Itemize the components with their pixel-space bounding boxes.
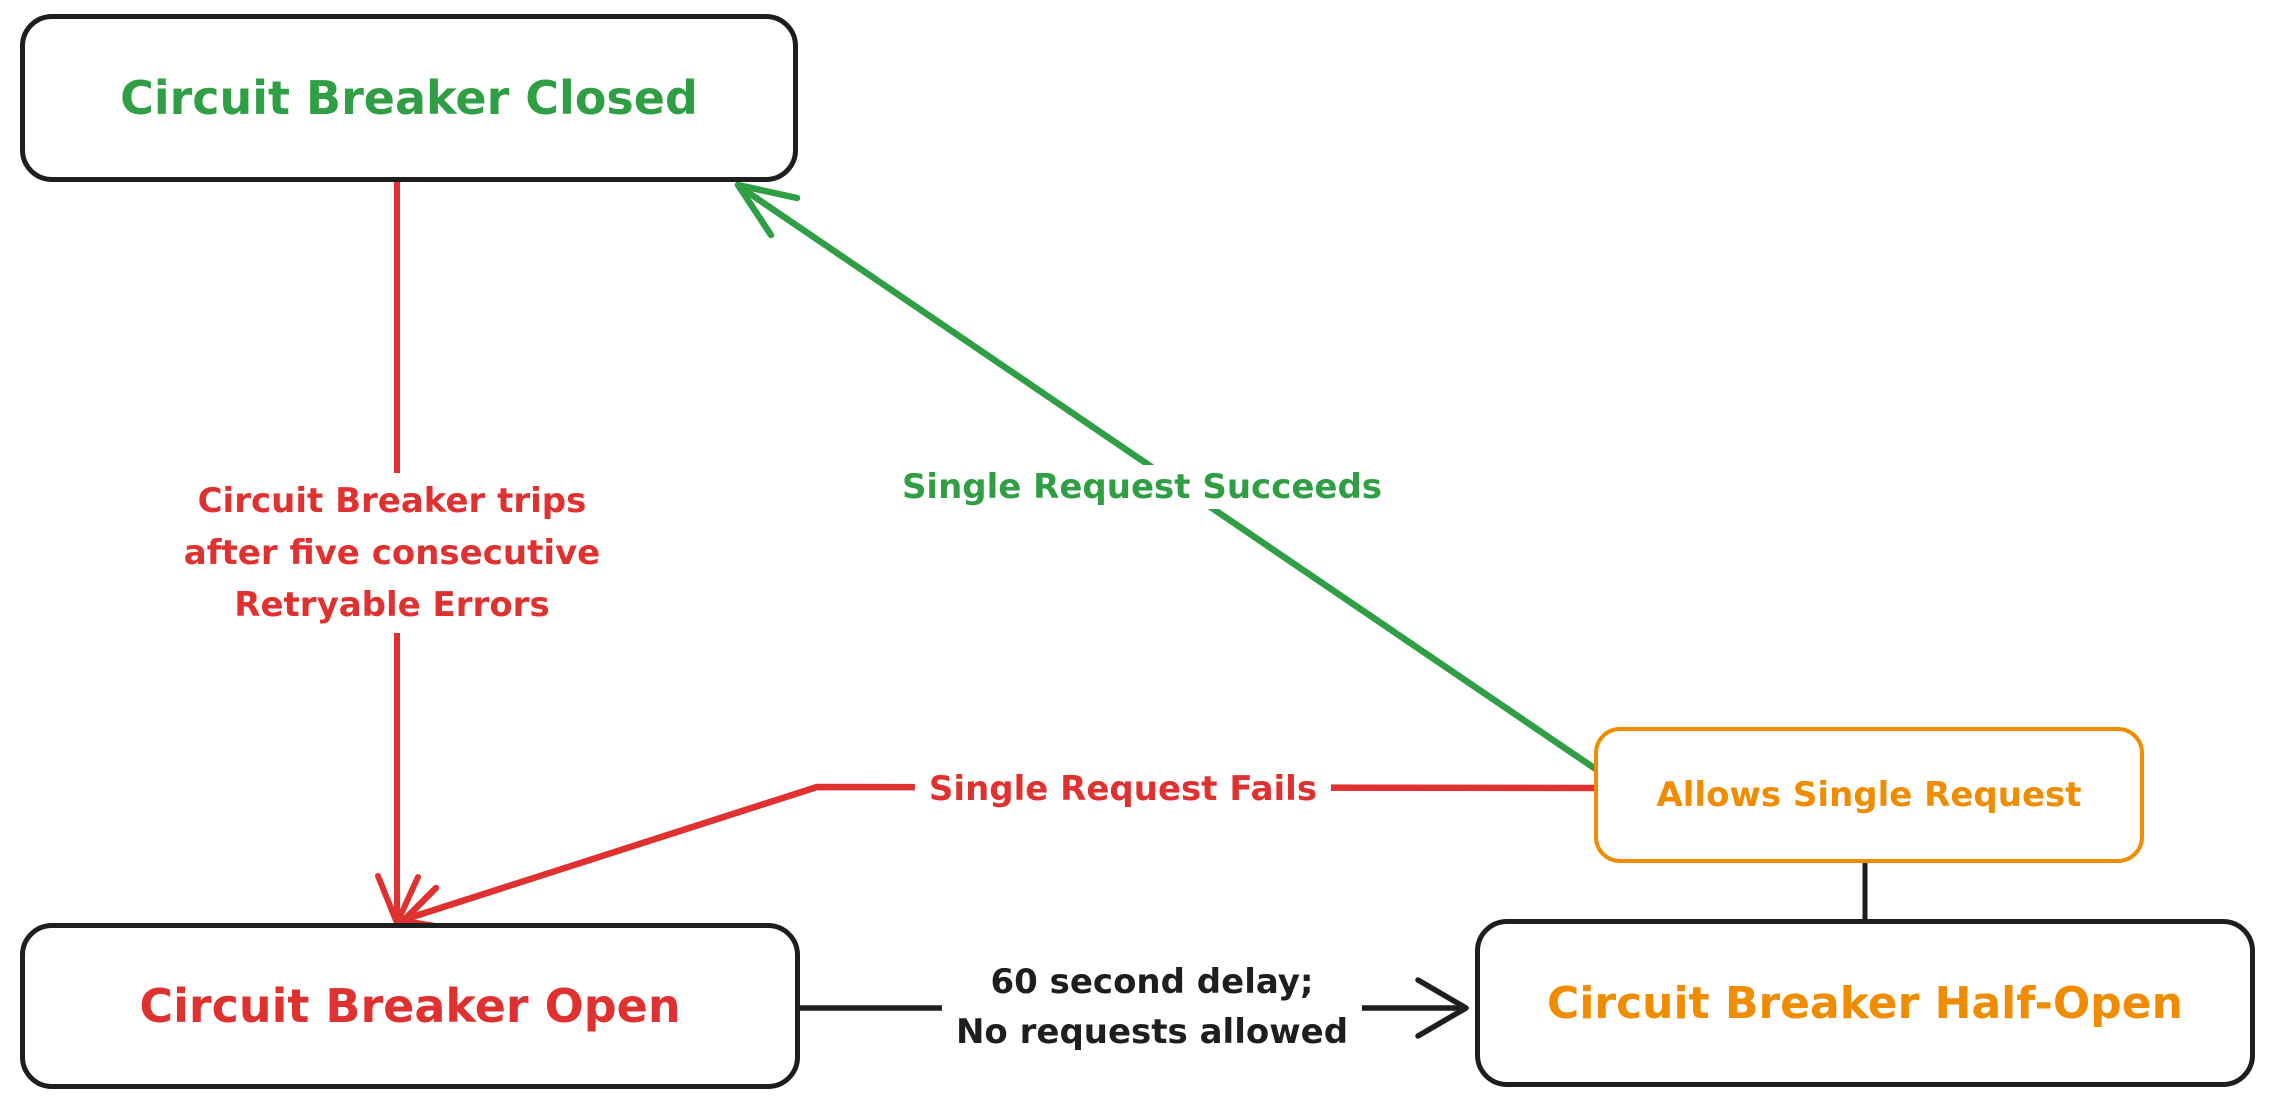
delay-arrowhead-upper bbox=[1415, 977, 1469, 1011]
trip-label-line-3: Retryable Errors bbox=[234, 585, 550, 625]
state-node-allows-single-request: Allows Single Request bbox=[1594, 727, 2144, 863]
edge-label-trip: Circuit Breaker trips after five consecu… bbox=[169, 473, 615, 633]
state-label-closed: Circuit Breaker Closed bbox=[120, 71, 698, 125]
delay-arrowhead-lower bbox=[1415, 1005, 1469, 1039]
trip-label-line-1: Circuit Breaker trips bbox=[197, 481, 587, 521]
delay-label-line-1: 60 second delay; bbox=[990, 962, 1314, 1002]
delay-label-line-2: No requests allowed bbox=[955, 1012, 1349, 1052]
fails-label-text: Single Request Fails bbox=[928, 769, 1318, 809]
state-node-open: Circuit Breaker Open bbox=[20, 923, 800, 1089]
state-node-half-open: Circuit Breaker Half-Open bbox=[1475, 919, 2255, 1087]
fails-line bbox=[402, 783, 1604, 923]
state-node-closed: Circuit Breaker Closed bbox=[20, 14, 798, 182]
succeeds-arrowhead-upper bbox=[734, 181, 801, 202]
edge-label-fails: Single Request Fails bbox=[914, 767, 1332, 811]
succeeds-arrowhead-lower bbox=[734, 181, 775, 239]
state-label-half-open: Circuit Breaker Half-Open bbox=[1547, 977, 2183, 1029]
state-label-allows-single-request: Allows Single Request bbox=[1656, 775, 2082, 815]
succeeds-label-text: Single Request Succeeds bbox=[901, 467, 1383, 507]
trip-arrowhead-right bbox=[394, 874, 421, 926]
fails-arrowhead-upper bbox=[399, 884, 440, 925]
edge-label-succeeds: Single Request Succeeds bbox=[887, 465, 1397, 509]
trip-label-line-2: after five consecutive bbox=[183, 533, 601, 573]
trip-arrowhead-left bbox=[375, 873, 400, 926]
state-label-open: Circuit Breaker Open bbox=[139, 979, 681, 1033]
edge-label-delay: 60 second delay; No requests allowed bbox=[941, 955, 1363, 1059]
